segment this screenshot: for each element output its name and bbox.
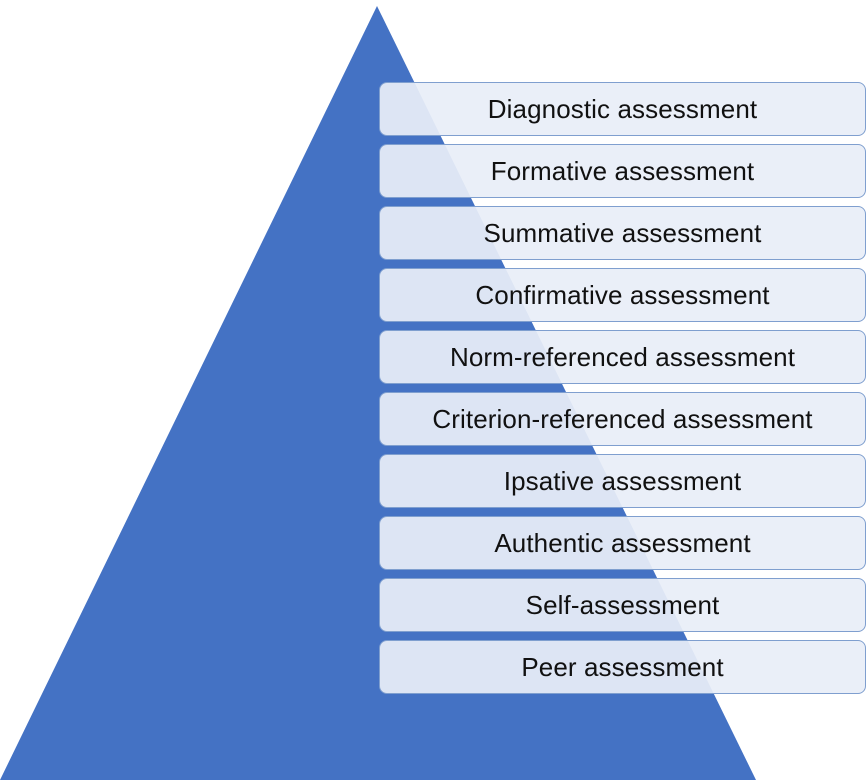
list-item: Criterion-referenced assessment: [379, 392, 866, 446]
list-item-label: Ipsative assessment: [503, 465, 742, 496]
list-item: Summative assessment: [379, 206, 866, 260]
assessment-type-list: Diagnostic assessment Formative assessme…: [379, 82, 866, 702]
list-item: Self-assessment: [379, 578, 866, 632]
list-item: Peer assessment: [379, 640, 866, 694]
list-item: Authentic assessment: [379, 516, 866, 570]
list-item-label: Diagnostic assessment: [487, 93, 758, 124]
list-item-label: Summative assessment: [483, 217, 762, 248]
list-item: Diagnostic assessment: [379, 82, 866, 136]
list-item-label: Criterion-referenced assessment: [432, 403, 813, 434]
list-item-label: Authentic assessment: [494, 527, 751, 558]
list-item: Norm-referenced assessment: [379, 330, 866, 384]
list-item: Confirmative assessment: [379, 268, 866, 322]
list-item: Formative assessment: [379, 144, 866, 198]
list-item-label: Norm-referenced assessment: [449, 341, 796, 372]
list-item: Ipsative assessment: [379, 454, 866, 508]
list-item-label: Self-assessment: [525, 589, 720, 620]
list-item-label: Peer assessment: [521, 651, 724, 682]
list-item-label: Confirmative assessment: [475, 279, 770, 310]
list-item-label: Formative assessment: [490, 155, 755, 186]
